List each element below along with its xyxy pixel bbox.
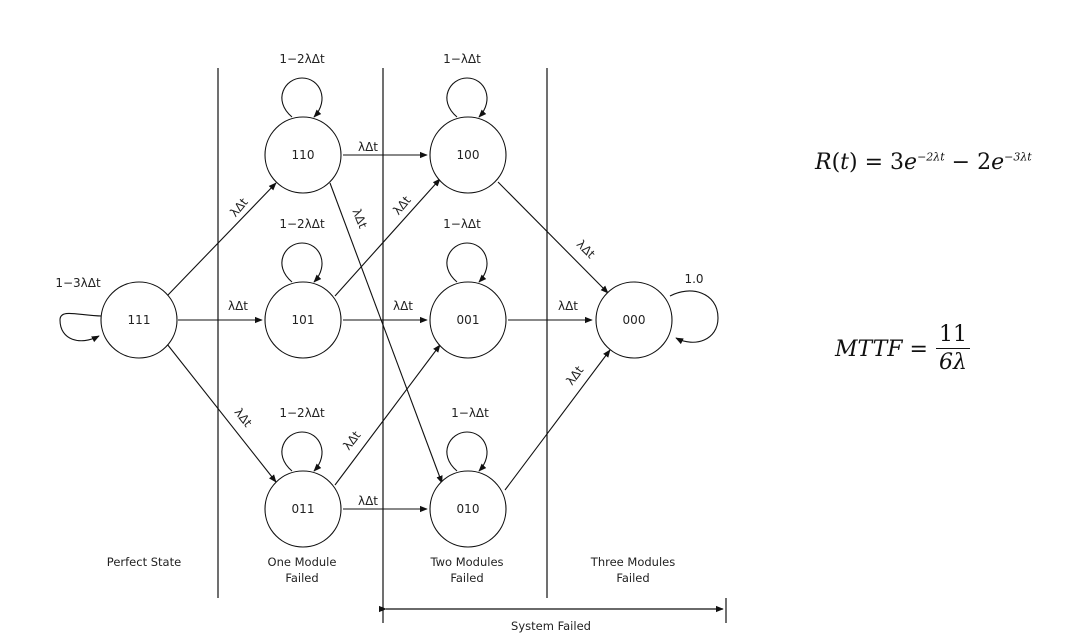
self-loop-011-label: 1−2λΔt bbox=[279, 406, 325, 420]
edge-111-101-label: λΔt bbox=[228, 299, 248, 313]
edge-011-001-label: λΔt bbox=[340, 428, 364, 453]
mttf-formula: MTTF = 11 6λ bbox=[835, 322, 970, 377]
state-111-circle bbox=[100, 281, 178, 359]
edge-001-000-label: λΔt bbox=[558, 299, 578, 313]
self-loop-101-label: 1−2λΔt bbox=[279, 217, 325, 231]
reliability-base2: e bbox=[991, 150, 1005, 175]
system-failed-label: System Failed bbox=[511, 619, 591, 633]
state-101-label: 101 bbox=[292, 313, 315, 327]
region-one-module-label-line1: One Module bbox=[268, 555, 337, 569]
reliability-exp1: −2λt bbox=[917, 150, 945, 164]
self-loops bbox=[59, 77, 719, 472]
edge-111-011-label: λΔt bbox=[231, 405, 255, 430]
mttf-numerator: 11 bbox=[935, 322, 970, 349]
edge-110-010 bbox=[329, 182, 443, 484]
state-000-circle bbox=[595, 281, 673, 359]
edge-110-100-label: λΔt bbox=[358, 140, 378, 154]
reliability-formula: R(t) = 3e−2λt − 2e−3λt bbox=[815, 150, 1032, 175]
reliability-coef2: 2 bbox=[977, 150, 992, 175]
state-001-label: 001 bbox=[457, 313, 480, 327]
self-loop-010-label: 1−λΔt bbox=[451, 406, 489, 420]
edge-011-010-label: λΔt bbox=[358, 494, 378, 508]
edge-010-000 bbox=[504, 349, 611, 491]
reliability-function-symbol: R bbox=[815, 150, 832, 175]
edge-100-000 bbox=[497, 181, 609, 294]
region-two-modules-label-line2: Failed bbox=[450, 571, 483, 585]
self-loop-000 bbox=[669, 290, 719, 345]
edge-111-110-label: λΔt bbox=[227, 195, 251, 220]
transitions bbox=[166, 151, 611, 513]
edge-101-001-label: λΔt bbox=[393, 299, 413, 313]
edge-111-011 bbox=[166, 343, 277, 483]
self-loop-010 bbox=[446, 431, 488, 472]
edge-110-010-label: λΔt bbox=[349, 207, 370, 231]
state-011-circle bbox=[264, 470, 342, 548]
self-loop-011 bbox=[281, 431, 323, 472]
edge-101-100-label: λΔt bbox=[390, 193, 414, 218]
region-one-module-label-line2: Failed bbox=[285, 571, 318, 585]
edge-011-001 bbox=[334, 344, 441, 486]
state-101-circle bbox=[264, 281, 342, 359]
self-loop-100 bbox=[446, 77, 488, 118]
region-three-modules-label-line2: Failed bbox=[616, 571, 649, 585]
self-loop-111 bbox=[59, 312, 103, 343]
mttf-denominator: 6λ bbox=[939, 350, 967, 375]
self-loop-100-label: 1−λΔt bbox=[443, 52, 481, 66]
reliability-coef1: 3 bbox=[890, 150, 905, 175]
reliability-base1: e bbox=[904, 150, 918, 175]
reliability-arg: t bbox=[840, 150, 850, 175]
state-111-label: 111 bbox=[128, 313, 151, 327]
self-loop-110 bbox=[281, 77, 323, 118]
state-010-circle bbox=[429, 470, 507, 548]
self-loop-000-label: 1.0 bbox=[684, 272, 703, 286]
self-loop-110-label: 1−2λΔt bbox=[279, 52, 325, 66]
state-100-label: 100 bbox=[457, 148, 480, 162]
state-000-label: 000 bbox=[623, 313, 646, 327]
state-110-circle bbox=[264, 116, 342, 194]
region-perfect-state-label: Perfect State bbox=[107, 555, 181, 569]
region-three-modules-label-line1: Three Modules bbox=[590, 555, 675, 569]
self-loop-001 bbox=[446, 242, 488, 283]
state-010-label: 010 bbox=[457, 502, 480, 516]
region-two-modules-label-line1: Two Modules bbox=[429, 555, 503, 569]
edge-111-110 bbox=[166, 182, 277, 297]
edge-101-100 bbox=[334, 178, 441, 297]
edge-100-000-label: λΔt bbox=[574, 237, 598, 261]
mttf-fraction: 11 6λ bbox=[935, 322, 970, 377]
state-011-label: 011 bbox=[292, 502, 315, 516]
states bbox=[100, 116, 673, 548]
self-loop-111-label: 1−3λΔt bbox=[55, 276, 101, 290]
edge-010-000-label: λΔt bbox=[563, 363, 586, 388]
self-loop-001-label: 1−λΔt bbox=[443, 217, 481, 231]
state-001-circle bbox=[429, 281, 507, 359]
self-loop-101 bbox=[281, 242, 323, 283]
state-110-label: 110 bbox=[292, 148, 315, 162]
state-100-circle bbox=[429, 116, 507, 194]
reliability-exp2: −3λt bbox=[1004, 150, 1032, 164]
mttf-symbol: MTTF bbox=[835, 337, 903, 362]
